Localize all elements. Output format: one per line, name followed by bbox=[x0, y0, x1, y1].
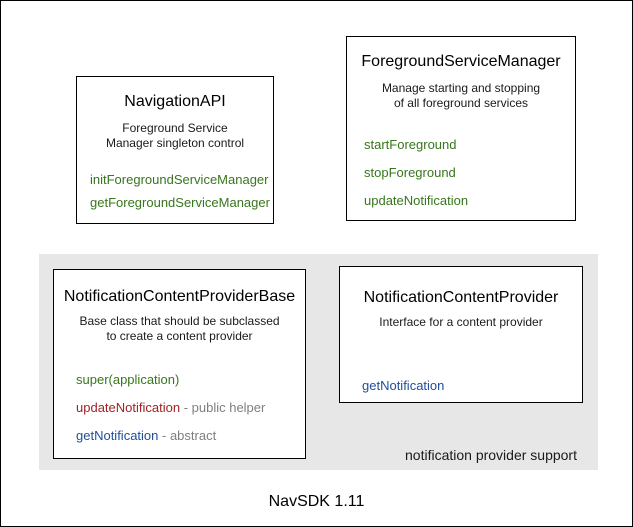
class-box-notification-content-provider: NotificationContentProvider Interface fo… bbox=[339, 266, 583, 403]
method-start-foreground: startForeground bbox=[364, 131, 575, 159]
method-update-notification: updateNotification bbox=[364, 187, 575, 215]
method-list: startForeground stopForeground updateNot… bbox=[347, 131, 575, 215]
method-list: getNotification bbox=[340, 372, 582, 400]
class-description: Interface for a content provider bbox=[340, 315, 582, 330]
panel-label: notification provider support bbox=[405, 447, 577, 463]
method-suffix: - public helper bbox=[180, 400, 266, 415]
description-line: Manage starting and stopping bbox=[381, 81, 541, 95]
class-title: NotificationContentProviderBase bbox=[63, 288, 296, 305]
method-label: updateNotification bbox=[76, 400, 181, 415]
description-line: Base class that should be subclassed bbox=[79, 314, 280, 328]
class-title: ForegroundServiceManager bbox=[361, 53, 561, 70]
class-box-foreground-service-manager: ForegroundServiceManager Manage starting… bbox=[346, 36, 576, 221]
class-box-notification-content-provider-base: NotificationContentProviderBase Base cla… bbox=[53, 269, 306, 459]
method-list: initForegroundServiceManager getForegrou… bbox=[77, 168, 273, 214]
description-line: Foreground Service bbox=[122, 121, 228, 135]
class-description: Foreground Service Manager singleton con… bbox=[77, 121, 273, 151]
description-line: Manager singleton control bbox=[105, 136, 245, 150]
method-list: super(application) updateNotification - … bbox=[54, 366, 305, 450]
method-label: updateNotification bbox=[364, 193, 469, 208]
method-get-notification: getNotification bbox=[362, 372, 582, 400]
method-label: startForeground bbox=[364, 137, 457, 152]
method-label: stopForeground bbox=[364, 165, 456, 180]
method-stop-foreground: stopForeground bbox=[364, 159, 575, 187]
method-init-foreground-service-manager: initForegroundServiceManager bbox=[90, 168, 273, 191]
class-description: Manage starting and stopping of all fore… bbox=[347, 81, 575, 111]
method-get-notification: getNotification - abstract bbox=[76, 422, 305, 450]
description-line: to create a content provider bbox=[106, 329, 253, 343]
description-line: of all foreground services bbox=[393, 96, 529, 110]
method-label: getNotification bbox=[362, 378, 445, 393]
class-description: Base class that should be subclassed to … bbox=[54, 314, 305, 344]
class-title: NavigationAPI bbox=[124, 93, 226, 110]
description-line: Interface for a content provider bbox=[379, 315, 543, 329]
method-label: super(application) bbox=[76, 372, 180, 387]
method-label: getForegroundServiceManager bbox=[90, 195, 270, 210]
method-get-foreground-service-manager: getForegroundServiceManager bbox=[90, 191, 273, 214]
diagram-caption: NavSDK 1.11 bbox=[268, 493, 365, 510]
method-label: initForegroundServiceManager bbox=[90, 172, 269, 187]
method-label: getNotification bbox=[76, 428, 159, 443]
class-title: NotificationContentProvider bbox=[363, 289, 559, 306]
method-super-application: super(application) bbox=[76, 366, 305, 394]
method-update-notification: updateNotification - public helper bbox=[76, 394, 305, 422]
class-box-navigation-api: NavigationAPI Foreground Service Manager… bbox=[76, 76, 274, 224]
method-suffix: - abstract bbox=[158, 428, 217, 443]
